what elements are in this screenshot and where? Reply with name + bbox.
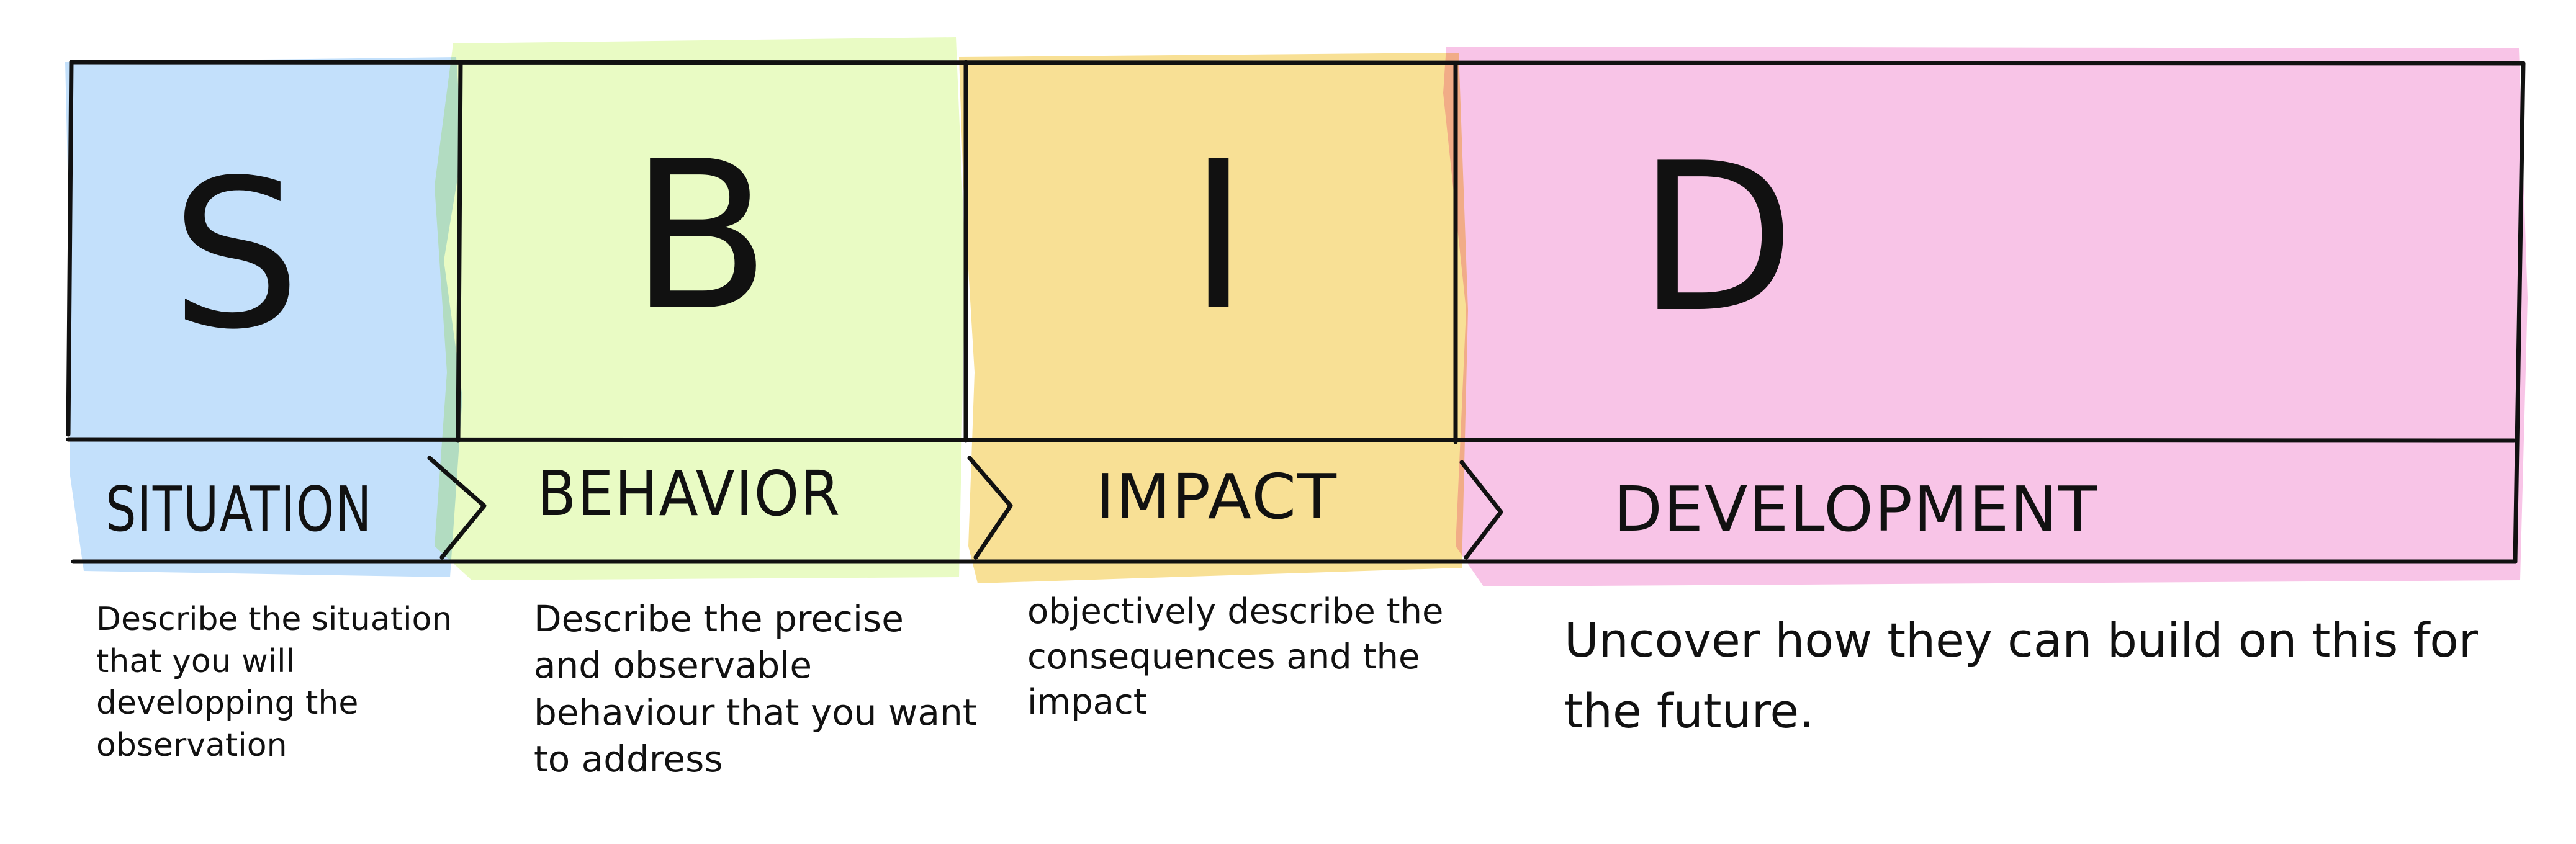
frame-right-line	[2513, 61, 2526, 564]
segment-backgrounds	[65, 37, 2528, 586]
label-behavior: BEHAVIOR	[537, 457, 841, 530]
description-behavior: Describe the precise and observable beha…	[534, 598, 977, 781]
letter-s: S	[171, 136, 300, 374]
frame-label-separator-line	[66, 437, 2516, 443]
frame-top-line	[69, 60, 2526, 66]
diagram-frame	[66, 60, 2526, 564]
chevron-arrow-2	[967, 456, 1013, 560]
development-background	[1443, 47, 2528, 586]
label-situation: SITUATION	[106, 473, 372, 545]
letter-i: I	[1188, 117, 1248, 356]
label-development: DEVELOPMENT	[1614, 473, 2098, 545]
impact-background	[959, 53, 1468, 583]
big-letters: S B I D	[171, 117, 1795, 374]
label-impact: IMPACT	[1096, 460, 1338, 533]
step-labels: SITUATION BEHAVIOR IMPACT DEVELOPMENT	[106, 457, 2098, 545]
chevron-arrow-3	[1459, 460, 1503, 560]
situation-background	[65, 57, 462, 577]
letter-b: B	[630, 117, 770, 356]
behavior-background	[435, 37, 965, 580]
description-development: Uncover how they can build on this for t…	[1564, 613, 2478, 738]
chevron-arrow-1	[427, 456, 487, 560]
description-situation: Describe the situation that you will dev…	[96, 601, 453, 764]
description-impact: objectively describe the consequences an…	[1027, 591, 1444, 722]
letter-d: D	[1637, 119, 1795, 357]
divider-situation-behavior	[456, 60, 463, 443]
frame-left-line	[66, 60, 74, 437]
